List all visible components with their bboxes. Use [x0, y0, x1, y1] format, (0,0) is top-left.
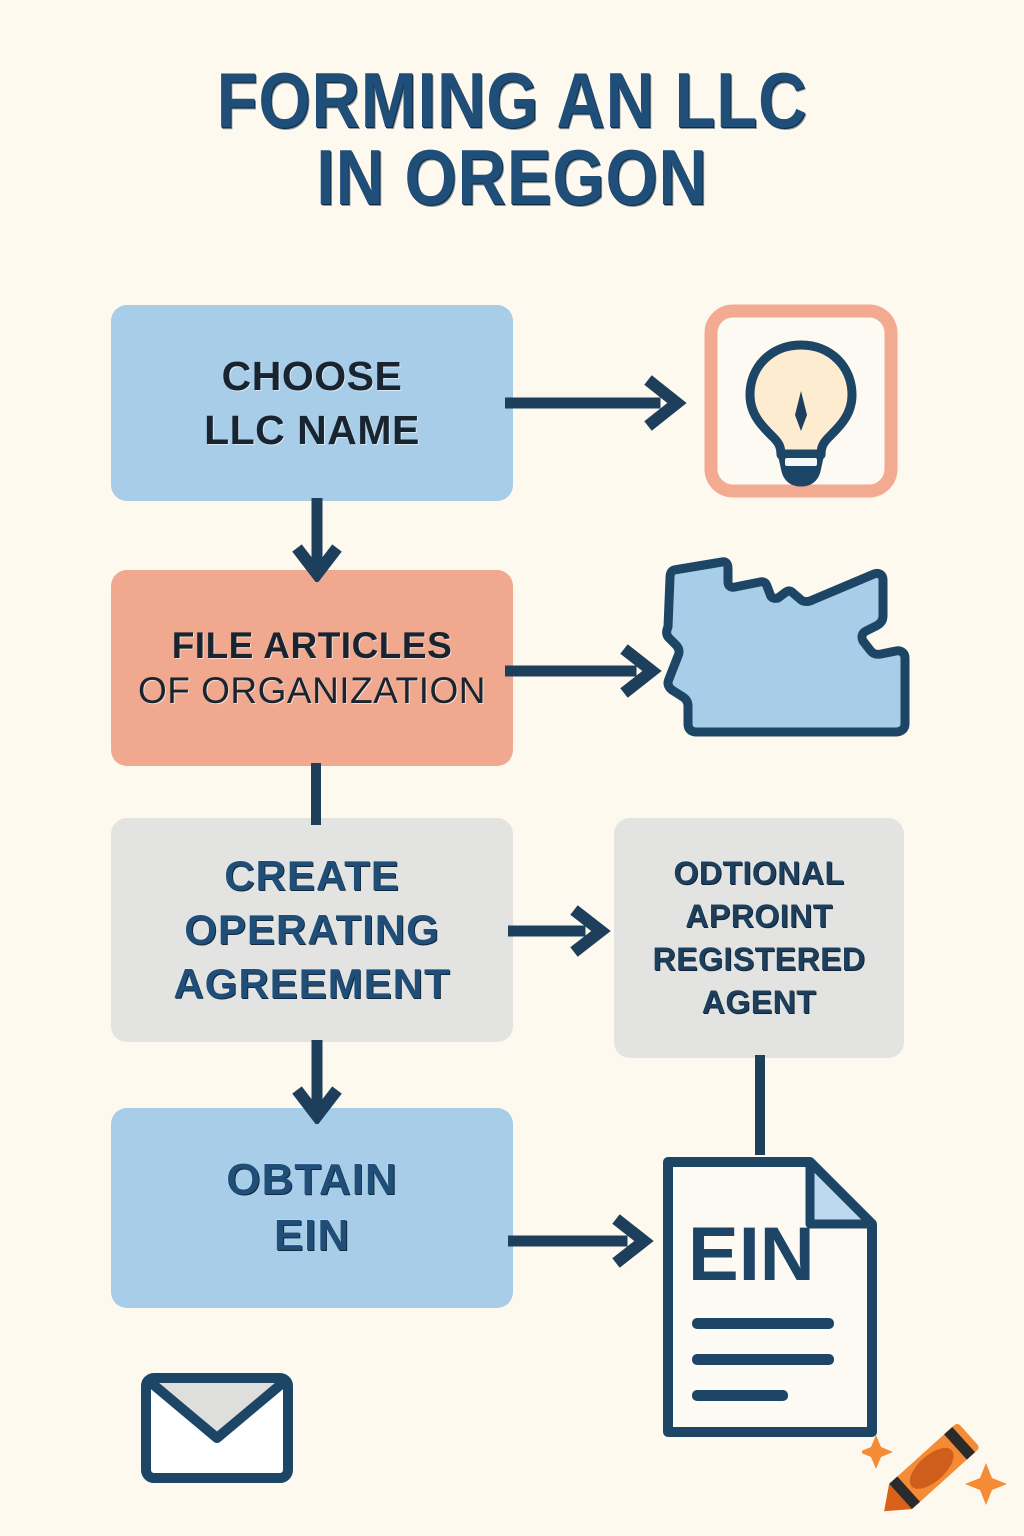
step-label-line-4: AGENT — [701, 984, 817, 1021]
step-box-file-articles[interactable]: FILE ARTICLES OF ORGANIZATION — [111, 570, 513, 766]
step-label-line-2: LLC NAME — [204, 407, 420, 453]
step-label-line-2: OPERATING — [184, 906, 440, 954]
connector-file-articles-to-oregon-map — [505, 644, 662, 698]
title-line-1: FORMING AN LLC — [216, 56, 808, 144]
step-label-line-3: AGREEMENT — [173, 959, 451, 1007]
connector-obtain-ein-to-ein-document — [508, 1214, 654, 1268]
step-label-line-3: REGISTERED — [652, 941, 866, 977]
sparkle-icon — [862, 1435, 893, 1469]
step-label-line-1: OBTAIN — [226, 1154, 398, 1204]
crayon-icon — [862, 1423, 1007, 1512]
step-box-create-operating-agreement[interactable]: CREATE OPERATING AGREEMENT — [111, 818, 513, 1042]
connector-file-articles-to-operating-agreement — [311, 763, 321, 825]
step-label-line-2: EIN — [273, 1211, 351, 1260]
title-line-2: IN OREGON — [316, 133, 708, 222]
connector-choose-to-lightbulb — [505, 375, 687, 431]
connector-operating-agreement-to-obtain-ein — [292, 1040, 342, 1124]
connector-registered-agent-to-ein-document — [755, 1055, 765, 1155]
step-label-line-2: APROINT — [685, 897, 833, 934]
step-label-line-1: ODTIONAL — [673, 854, 845, 891]
step-box-choose-llc-name[interactable]: CHOOSE LLC NAME — [111, 305, 513, 501]
oregon-state-map-icon — [662, 557, 910, 737]
ein-document-icon: EIN — [663, 1157, 877, 1437]
step-label-line-1: CREATE — [224, 852, 400, 900]
page-title: FORMING AN LLC IN OREGON — [72, 56, 953, 222]
step-box-obtain-ein[interactable]: OBTAIN EIN — [111, 1108, 513, 1308]
step-label-line-1: CHOOSE — [221, 352, 403, 399]
lightbulb-icon — [704, 304, 898, 498]
step-label-line-1: FILE ARTICLES — [171, 624, 453, 666]
connector-choose-to-file-articles — [292, 498, 342, 582]
envelope-icon — [141, 1373, 293, 1483]
step-box-optional-registered-agent[interactable]: ODTIONAL APROINT REGISTERED AGENT — [614, 818, 904, 1058]
step-label-line-2: OF ORGANIZATION — [137, 670, 487, 711]
sparkle-icon — [965, 1463, 1007, 1505]
ein-document-label: EIN — [688, 1212, 815, 1297]
connector-operating-agreement-to-registered-agent — [508, 905, 611, 957]
